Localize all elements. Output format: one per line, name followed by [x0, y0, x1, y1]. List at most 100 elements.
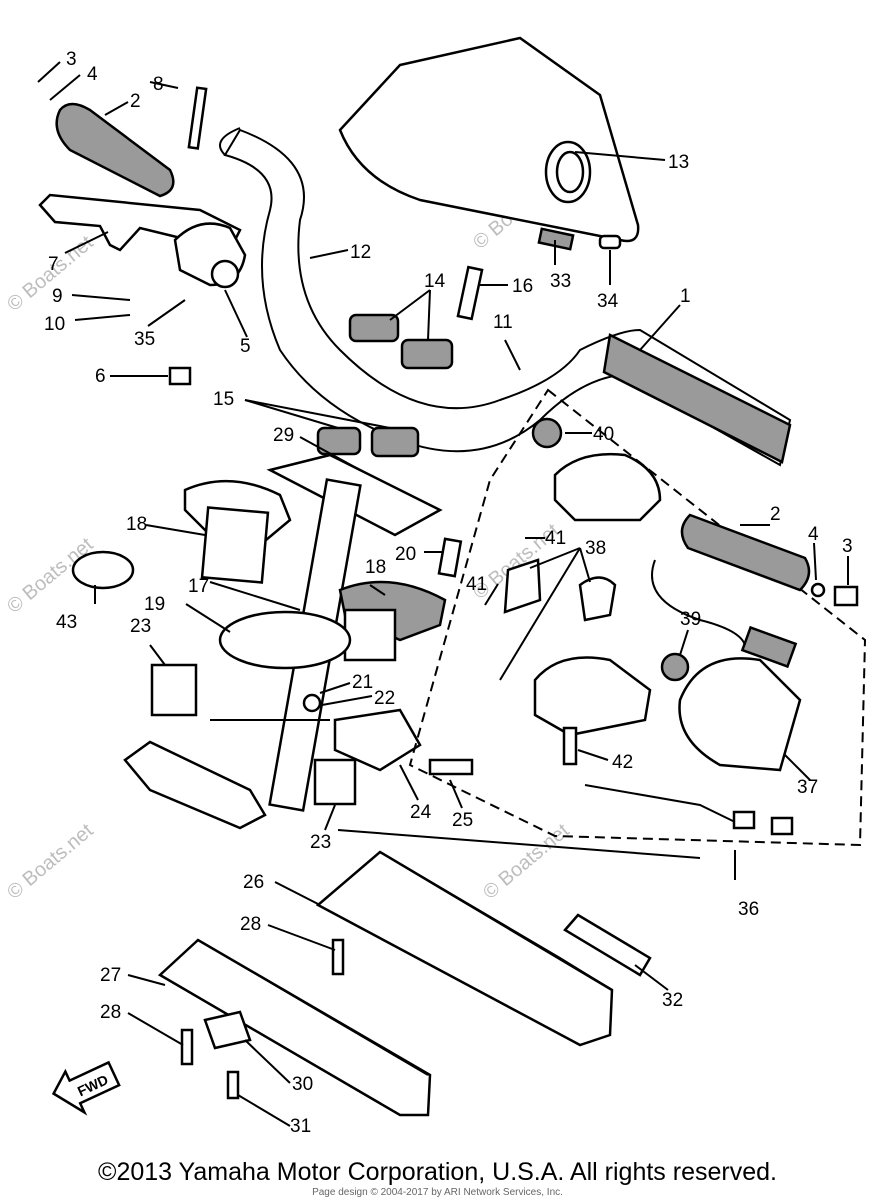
switch-38-left	[503, 558, 542, 614]
callout-2: 2	[770, 504, 781, 525]
block-23-lower	[313, 758, 357, 806]
callout-39: 39	[680, 609, 701, 630]
grommet-39	[660, 652, 690, 682]
callout-21: 21	[352, 672, 373, 693]
lower-arm	[123, 740, 267, 830]
bolt-31	[226, 1070, 240, 1100]
callout-2: 2	[130, 91, 141, 112]
callout-9: 9	[52, 286, 63, 307]
callout-11: 11	[493, 312, 513, 333]
cap-40	[531, 417, 563, 449]
bolt-6	[168, 366, 192, 386]
callout-32: 32	[662, 990, 683, 1011]
callout-36: 36	[738, 899, 759, 920]
screw-42	[562, 726, 578, 766]
callout-41: 41	[466, 574, 487, 595]
plate-32	[563, 913, 652, 977]
callout-24: 24	[410, 802, 432, 823]
cover-37	[678, 657, 802, 772]
upper-clamp-1	[348, 313, 400, 343]
lower-clamp-2	[370, 426, 420, 458]
bolt-25	[428, 758, 474, 776]
spring-37	[740, 625, 798, 669]
callout-26: 26	[243, 872, 264, 893]
switch-base	[533, 656, 652, 737]
nut-22	[302, 693, 322, 713]
copyright-notice: ©2013 Yamaha Motor Corporation, U.S.A. A…	[98, 1158, 777, 1186]
callout-23: 23	[310, 832, 331, 853]
handlebar-grip-left	[219, 127, 241, 156]
left-grip	[55, 102, 175, 198]
callout-29: 29	[273, 425, 294, 446]
pad-hole-inner	[555, 150, 585, 194]
lower-clamp-1	[316, 426, 362, 456]
callout-33: 33	[550, 271, 571, 292]
washer-4-right	[810, 582, 826, 598]
callout-30: 30	[292, 1074, 313, 1095]
callout-23: 23	[130, 616, 151, 637]
callout-18: 18	[365, 557, 386, 578]
switch-38-right	[578, 576, 617, 622]
callout-37: 37	[797, 777, 818, 798]
bolt-28-lower	[180, 1028, 194, 1066]
callout-8: 8	[153, 74, 164, 95]
callouts: 3 4 2 8 13 12 7 9 10 35 5 6 14 16 11 1 3…	[44, 49, 853, 1137]
bracket-pivot	[210, 259, 240, 289]
switch-housing	[553, 453, 662, 522]
callout-31: 31	[290, 1116, 311, 1137]
switch-cable	[584, 784, 736, 823]
callout-3: 3	[66, 49, 77, 70]
callout-16: 16	[512, 276, 533, 297]
pad-screw	[598, 234, 622, 250]
bolt-28-upper	[331, 938, 345, 976]
callout-40: 40	[593, 424, 614, 445]
block-23-upper	[150, 663, 198, 717]
callout-15: 15	[213, 389, 234, 410]
fwd-arrow-icon: FWD	[51, 1060, 121, 1116]
watermark: © Boats.net	[3, 819, 98, 903]
callout-3: 3	[842, 536, 853, 557]
callout-17: 17	[188, 576, 209, 597]
callout-1: 1	[680, 286, 691, 307]
clip-30	[203, 1010, 252, 1050]
callout-43: 43	[56, 612, 77, 633]
bracket-27	[157, 938, 432, 1117]
handlebar-pad	[338, 36, 640, 243]
callout-22: 22	[374, 688, 395, 709]
bolt-16	[456, 265, 484, 321]
callout-35: 35	[134, 329, 155, 350]
bracket-26-fold	[379, 851, 613, 991]
callout-27: 27	[100, 965, 121, 986]
callout-19: 19	[144, 594, 165, 615]
callout-10: 10	[44, 314, 65, 335]
bracket-26	[315, 850, 614, 1047]
callout-12: 12	[350, 242, 371, 263]
callout-41: 41	[545, 528, 566, 549]
callout-34: 34	[597, 291, 619, 312]
connector-1	[732, 810, 756, 830]
callout-7: 7	[48, 254, 59, 275]
callout-20: 20	[395, 544, 416, 565]
callout-28: 28	[100, 1002, 121, 1023]
callout-25: 25	[452, 810, 473, 831]
watermark: © Boats.net	[479, 819, 574, 903]
callout-14: 14	[424, 271, 446, 292]
hose-clamp-43	[71, 550, 135, 590]
callout-28: 28	[240, 914, 261, 935]
bracket-24	[333, 708, 422, 772]
callout-18: 18	[126, 514, 147, 535]
connector-2	[770, 816, 794, 836]
bolt-3-right	[833, 585, 859, 607]
switch-assembly-outline	[408, 388, 867, 847]
switch-wire	[651, 559, 746, 646]
rod-8	[187, 86, 208, 150]
bracket-27-fold	[197, 939, 429, 1076]
plate-19	[218, 610, 352, 670]
handlebar-right-end	[602, 333, 792, 464]
right-grip	[680, 513, 811, 592]
bolt-20	[437, 537, 463, 578]
upper-clamp-2	[400, 338, 454, 370]
callout-4: 4	[87, 64, 98, 85]
callout-5: 5	[240, 336, 251, 357]
